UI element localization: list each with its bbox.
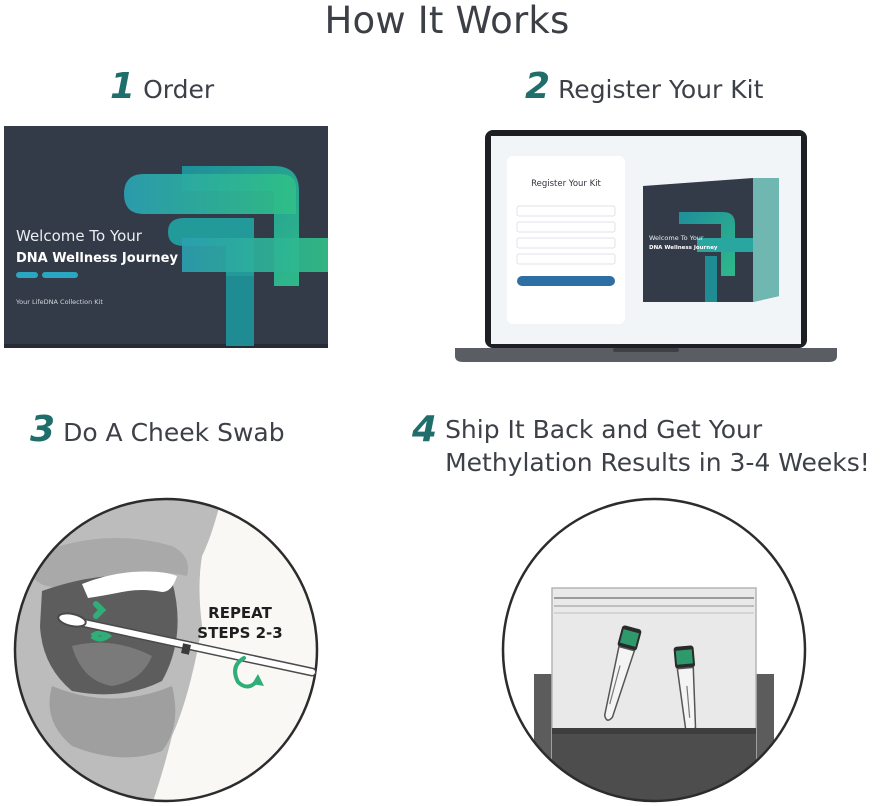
kit-box-image: Welcome To Your DNA Wellness Journey You…	[4, 126, 328, 348]
step-1-label: Order	[143, 75, 215, 104]
laptop-image: Register Your Kit Welcome To Your DNA We…	[455, 130, 837, 362]
step-3-number: 3	[30, 409, 56, 450]
laptop-form-title: Register Your Kit	[531, 179, 601, 189]
kit-box-line2: DNA Wellness Journey	[16, 251, 178, 266]
step-2-number: 2	[525, 66, 551, 107]
kit-box-line1: Welcome To Your	[16, 227, 143, 245]
kit-box-footer: Your LifeDNA Collection Kit	[15, 298, 103, 306]
cheek-swab-illustration: REPEAT STEPS 2-3	[13, 497, 319, 803]
laptop-box-line2: DNA Wellness Journey	[649, 245, 718, 251]
step-4-label-line1: Ship It Back and Get Your	[445, 415, 763, 444]
step-2-label: Register Your Kit	[558, 75, 764, 104]
step-4-number: 4	[412, 409, 438, 450]
page-title: How It Works	[324, 0, 570, 42]
repeat-line1: REPEAT	[208, 604, 272, 622]
ship-back-illustration	[501, 497, 807, 803]
step-1-number: 1	[110, 66, 136, 107]
repeat-line2: STEPS 2-3	[197, 624, 282, 642]
laptop-box-line1: Welcome To Your	[649, 234, 704, 242]
step-3-label: Do A Cheek Swab	[63, 418, 285, 447]
step-4-label-line2: Methylation Results in 3-4 Weeks!	[445, 448, 870, 477]
